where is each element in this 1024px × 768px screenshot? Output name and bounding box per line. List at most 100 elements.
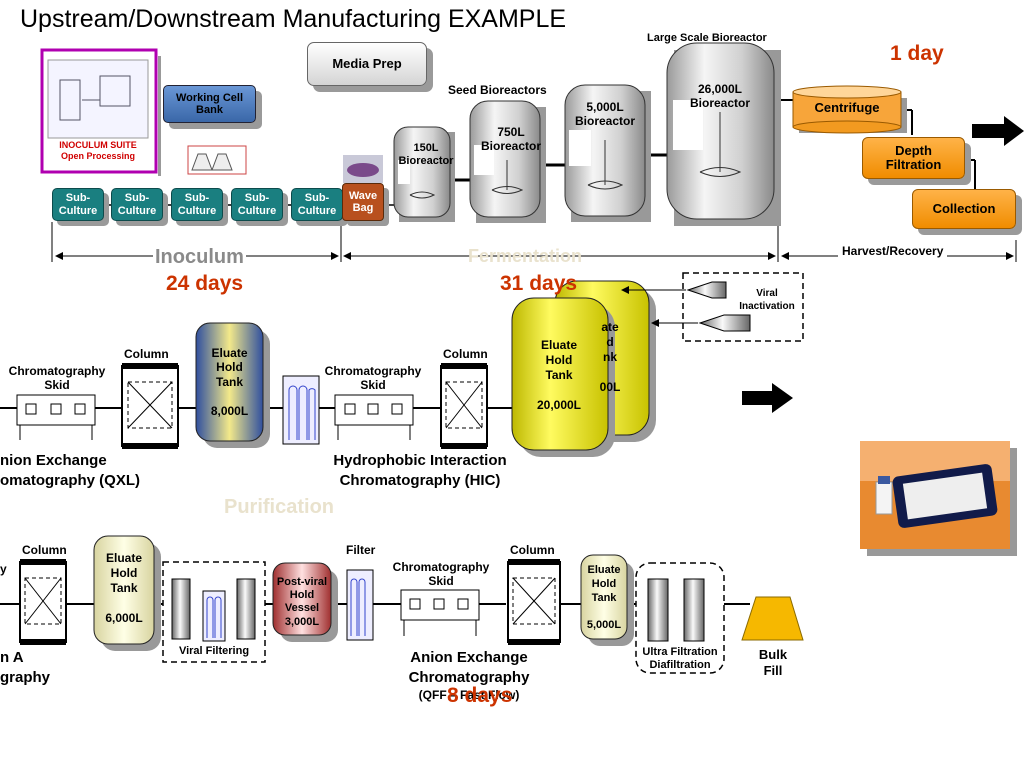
tank-line: 00L — [599, 380, 621, 394]
skid-label-line: Skid — [428, 574, 454, 589]
arrow-right-icon-2 — [742, 383, 793, 413]
skid-label-line: Chromatography — [392, 560, 490, 574]
column-3 — [19, 559, 67, 645]
column-2 — [440, 363, 488, 449]
uf-line: Ultra Filtration — [642, 646, 718, 658]
column-1-label: Column — [124, 347, 169, 361]
sub-culture-5: Sub-Culture — [291, 188, 343, 221]
chromatography-skid-hic — [334, 394, 414, 440]
sub-culture-3: Sub-Culture — [171, 188, 223, 221]
vessel-line: Hold — [289, 589, 315, 602]
tank-line: Tank — [545, 368, 573, 382]
sub-culture-label: Culture — [237, 204, 277, 217]
tank-line: 6,000L — [105, 611, 143, 625]
phase-fermentation-days: 31 days — [500, 272, 578, 295]
arrow-right-icon — [972, 116, 1024, 146]
sub-culture-label: Culture — [177, 204, 217, 217]
seed-bioreactors-label: Seed Bioreactors — [448, 83, 547, 97]
column-1 — [121, 363, 179, 449]
column-2-label: Column — [443, 347, 488, 361]
filter-label: Filter — [346, 543, 376, 557]
filter-1 — [282, 375, 320, 445]
bioreactor-750l — [469, 100, 546, 223]
depth-filtration-label-2: Filtration — [885, 157, 942, 172]
tank-line: nk — [602, 350, 617, 364]
sub-culture-label: Sub- — [244, 192, 270, 205]
working-cell-bank-label-2: Bank — [196, 104, 223, 116]
sub-culture-2: Sub-Culture — [111, 188, 163, 221]
method-line: omatography (QXL) — [0, 471, 141, 489]
bioreactor-name: Bioreactor — [480, 139, 542, 154]
tank-line — [196, 389, 263, 403]
bioreactor-26000l — [666, 42, 781, 226]
viral-inactivation-line: Inactivation — [739, 300, 795, 312]
eluate-tank-6000-body — [93, 535, 155, 645]
tank-line: d — [606, 335, 614, 349]
viral-inactivation-line: Viral — [756, 288, 778, 299]
tank-line: ate — [601, 320, 619, 334]
tank-line: Eluate — [587, 564, 621, 576]
eluate-tank-20000-body — [511, 297, 609, 451]
method-line: Anion Exchange — [410, 649, 528, 666]
collection-box: Collection — [912, 189, 1016, 229]
viral-filtering-label: Viral Filtering — [178, 645, 250, 657]
bioreactor-150l — [393, 126, 455, 222]
tank-line: Tank — [110, 581, 138, 595]
uf-line: Diafiltration — [649, 659, 711, 672]
bioreactor-name: Bioreactor — [398, 155, 454, 168]
vessel-line: 3,000L — [284, 615, 320, 628]
column-4 — [507, 559, 561, 645]
sub-culture-4: Sub-Culture — [231, 188, 283, 221]
tank-line: Eluate — [540, 338, 577, 352]
centrifuge-vessel — [792, 85, 907, 134]
tank-line: Hold — [591, 577, 617, 590]
tank-line: 5,000L — [586, 619, 622, 631]
skid-label-line: Skid — [44, 378, 70, 393]
tank-line: Eluate — [211, 346, 248, 360]
sub-culture-label: Culture — [297, 204, 337, 217]
vessel-line: Vessel — [284, 602, 320, 615]
column-4-label: Column — [510, 543, 555, 557]
method-line: n A — [0, 649, 24, 666]
media-prep-box: Media Prep — [307, 42, 427, 86]
sub-culture-label: Sub- — [124, 192, 150, 205]
working-cell-bank-label-1: Working Cell — [175, 91, 244, 104]
vessel-line: Post-viral — [276, 576, 328, 588]
tank-line: Tank — [591, 591, 617, 604]
bulk-fill-line: Bulk — [758, 647, 788, 662]
tank-line — [94, 596, 154, 611]
bioreactor-volume: 150L — [413, 142, 439, 154]
tank-line: Tank — [215, 374, 244, 389]
method-line: Chromatography — [408, 669, 530, 687]
method-line: Chromatography (HIC) — [339, 471, 501, 489]
inoculum-suite-caption: INOCULUM SUITE Open Processing — [48, 140, 148, 163]
page-title: Upstream/Downstream Manufacturing EXAMPL… — [20, 5, 567, 33]
bulk-fill-icon — [741, 596, 804, 641]
column-3-label: Column — [22, 543, 67, 557]
method-line: nion Exchange — [0, 452, 107, 469]
working-cell-bank-box: Working Cell Bank — [163, 85, 256, 123]
phase-harvest: Harvest/Recovery — [838, 244, 948, 258]
large-scale-bioreactor-label: Large Scale Bioreactor — [647, 32, 767, 44]
method-line: Hydrophobic Interaction — [333, 452, 507, 469]
phase-fermentation: Fermentation — [468, 246, 583, 266]
tank-line — [512, 383, 606, 398]
depth-filtration-label-1: Depth — [895, 142, 932, 158]
tank-line: Hold — [110, 566, 138, 580]
skid-label-line: Chromatography — [324, 364, 422, 378]
